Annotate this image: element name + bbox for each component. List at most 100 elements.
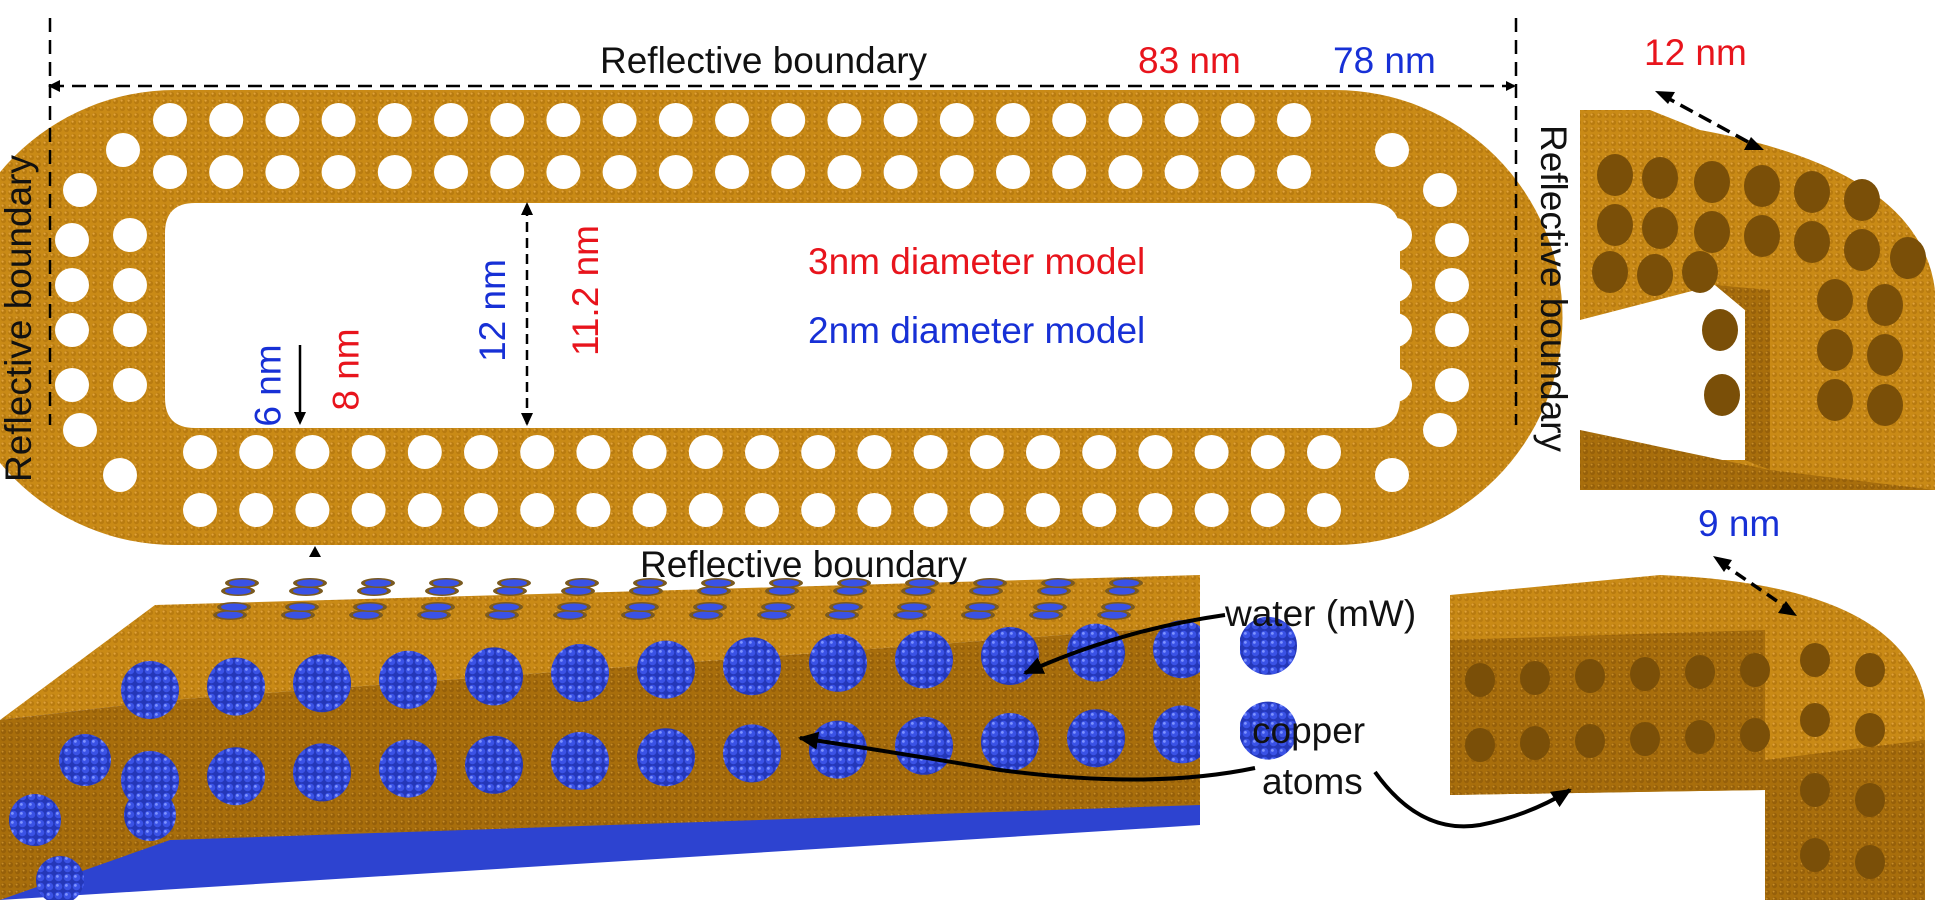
hole [1817, 329, 1853, 371]
corner-2nm-leg [1765, 740, 1925, 900]
hole [1702, 309, 1738, 351]
pore [576, 435, 611, 469]
bottom-boundary-label: Reflective boundary [640, 544, 968, 585]
water-pore [124, 789, 176, 841]
corner-3nm-arrow [1661, 93, 1751, 145]
hole [1800, 773, 1830, 807]
hole [1597, 154, 1633, 196]
pore [1194, 493, 1229, 527]
pore [209, 103, 244, 137]
pore [1250, 435, 1285, 469]
pore [1435, 268, 1469, 302]
pore [546, 103, 581, 137]
hole [1817, 379, 1853, 421]
top-pore-water [293, 587, 319, 595]
pore [913, 435, 948, 469]
water-pore [551, 644, 609, 702]
pore [295, 493, 330, 527]
hole [1817, 279, 1853, 321]
pore [183, 493, 217, 527]
pore [883, 103, 918, 137]
water-pore [465, 735, 523, 794]
pore [106, 133, 140, 167]
cross-section-ring [0, 90, 1563, 545]
hole [1704, 374, 1740, 416]
pore [239, 493, 274, 527]
pore [1082, 493, 1117, 527]
inner-height-3nm-label: 11.2 nm [564, 225, 606, 356]
top-pore-water [697, 603, 723, 611]
hole [1844, 229, 1880, 271]
pore [857, 435, 892, 469]
pore [715, 155, 749, 189]
water-pore [895, 716, 953, 775]
top-pore-water [421, 611, 447, 619]
hole [1694, 161, 1730, 203]
pore [1026, 435, 1060, 469]
water-pore [551, 732, 609, 790]
pore [113, 368, 147, 402]
pore [63, 173, 97, 207]
inner-height-arrow-head-bottom [521, 413, 533, 426]
top-pore-water [965, 611, 991, 619]
top-pore-water [285, 611, 311, 619]
pore [658, 103, 693, 137]
pore [688, 493, 723, 527]
hole [1867, 284, 1903, 326]
water-pore [1067, 709, 1125, 768]
pore [1138, 435, 1173, 469]
pore [1164, 155, 1199, 189]
pore [1138, 493, 1173, 527]
top-pore-water [765, 603, 791, 611]
pore [265, 103, 300, 137]
copper-label-line2: atoms [1262, 761, 1363, 802]
top-pore-water [973, 587, 999, 595]
pore [490, 103, 525, 137]
copper-label-line1: copper [1252, 710, 1366, 751]
pore [434, 155, 468, 189]
hole [1800, 703, 1830, 737]
top-pore-water [1101, 611, 1127, 619]
left-boundary-label: Reflective boundary [0, 154, 40, 483]
pore [1277, 155, 1311, 189]
top-pore-water [229, 579, 255, 587]
top-pore-water [829, 611, 855, 619]
pore [801, 493, 836, 527]
top-pore-water [433, 579, 459, 587]
pore [969, 493, 1004, 527]
top-pore-water [489, 611, 515, 619]
top-pore-water [1109, 587, 1135, 595]
pore [688, 435, 723, 469]
water-pore [379, 650, 437, 709]
pore [239, 435, 274, 469]
pore [715, 103, 749, 137]
water-pore [1067, 623, 1125, 682]
pore [295, 435, 330, 469]
top-pore-water [841, 579, 867, 587]
hole [1637, 254, 1673, 296]
pore [969, 435, 1004, 469]
water-pore [207, 747, 265, 806]
top-pore-water [357, 603, 383, 611]
top-pore-water [761, 611, 787, 619]
pore [1423, 413, 1457, 447]
top-pore-water [429, 587, 455, 595]
top-pore-water [1041, 587, 1067, 595]
model-2nm-legend: 2nm diameter model [808, 310, 1146, 351]
corner-3nm-model [1580, 110, 1935, 490]
hole [1740, 718, 1770, 752]
pore [883, 155, 918, 189]
top-pore-water [569, 579, 595, 587]
corner-2nm-arrow-head-a [1713, 556, 1732, 572]
ring-pores [55, 103, 1469, 527]
hole [1465, 728, 1495, 762]
top-pore-water [557, 611, 583, 619]
corner-3nm-floor [1580, 430, 1935, 490]
corner-2nm-model [1450, 575, 1925, 900]
pore [321, 155, 356, 189]
pore [1435, 368, 1469, 402]
hole [1800, 643, 1830, 677]
pore [939, 155, 974, 189]
pore [1277, 103, 1311, 137]
water-pore [1153, 705, 1211, 764]
